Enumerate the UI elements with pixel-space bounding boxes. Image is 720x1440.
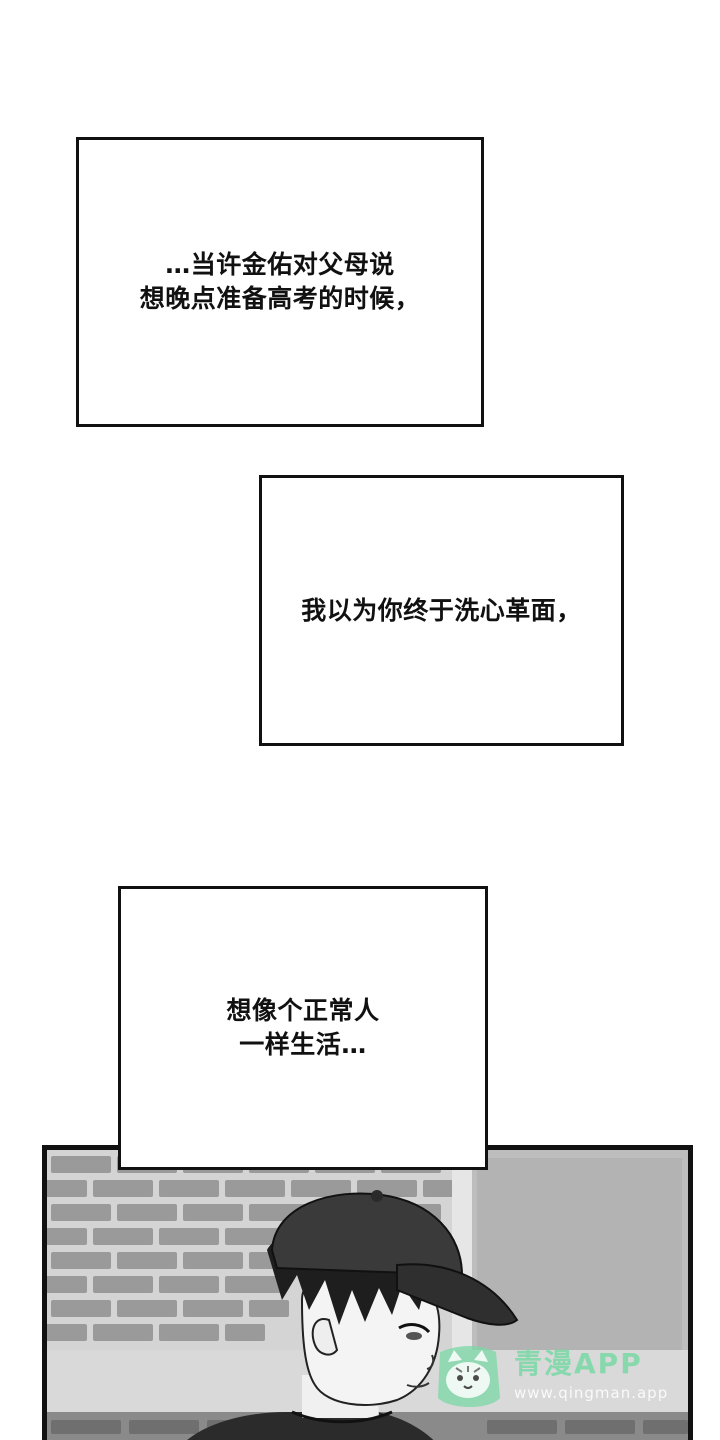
comic-panel [42, 1145, 693, 1440]
panel-illustration [47, 1150, 688, 1440]
watermark: 青漫APP www.qingman.app [430, 1338, 690, 1414]
caption-3-line-1: 想像个正常人 [226, 996, 380, 1025]
watermark-title: 青漫APP [514, 1347, 643, 1380]
caption-2-line-1: 我以为你终于洗心革面， [301, 595, 582, 625]
watermark-url: www.qingman.app [514, 1384, 669, 1402]
cat-logo-icon [438, 1346, 500, 1407]
caption-box-2: 我以为你终于洗心革面， [259, 475, 624, 746]
door-frame [452, 1150, 688, 1360]
caption-3-line-2: 一样生活… [239, 1030, 367, 1059]
boy-character [187, 1190, 519, 1440]
caption-box-3: 想像个正常人 一样生活… [118, 886, 488, 1170]
caption-1-line-2: 想晚点准备高考的时候， [139, 284, 421, 313]
caption-box-1: …当许金佑对父母说 想晚点准备高考的时候， [76, 137, 484, 427]
caption-1-line-1: …当许金佑对父母说 [165, 250, 395, 279]
